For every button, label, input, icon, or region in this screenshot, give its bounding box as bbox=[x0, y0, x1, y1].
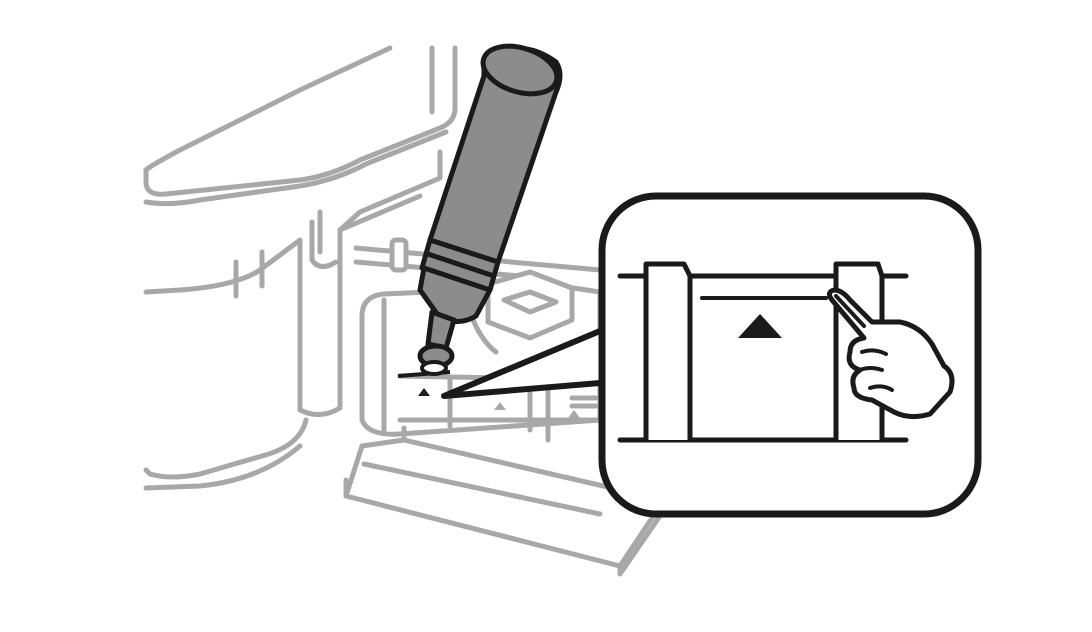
printer-body bbox=[143, 45, 667, 577]
ink-bottle-icon bbox=[417, 43, 563, 376]
pointing-hand-icon bbox=[826, 287, 955, 420]
callout-panel bbox=[598, 192, 982, 518]
